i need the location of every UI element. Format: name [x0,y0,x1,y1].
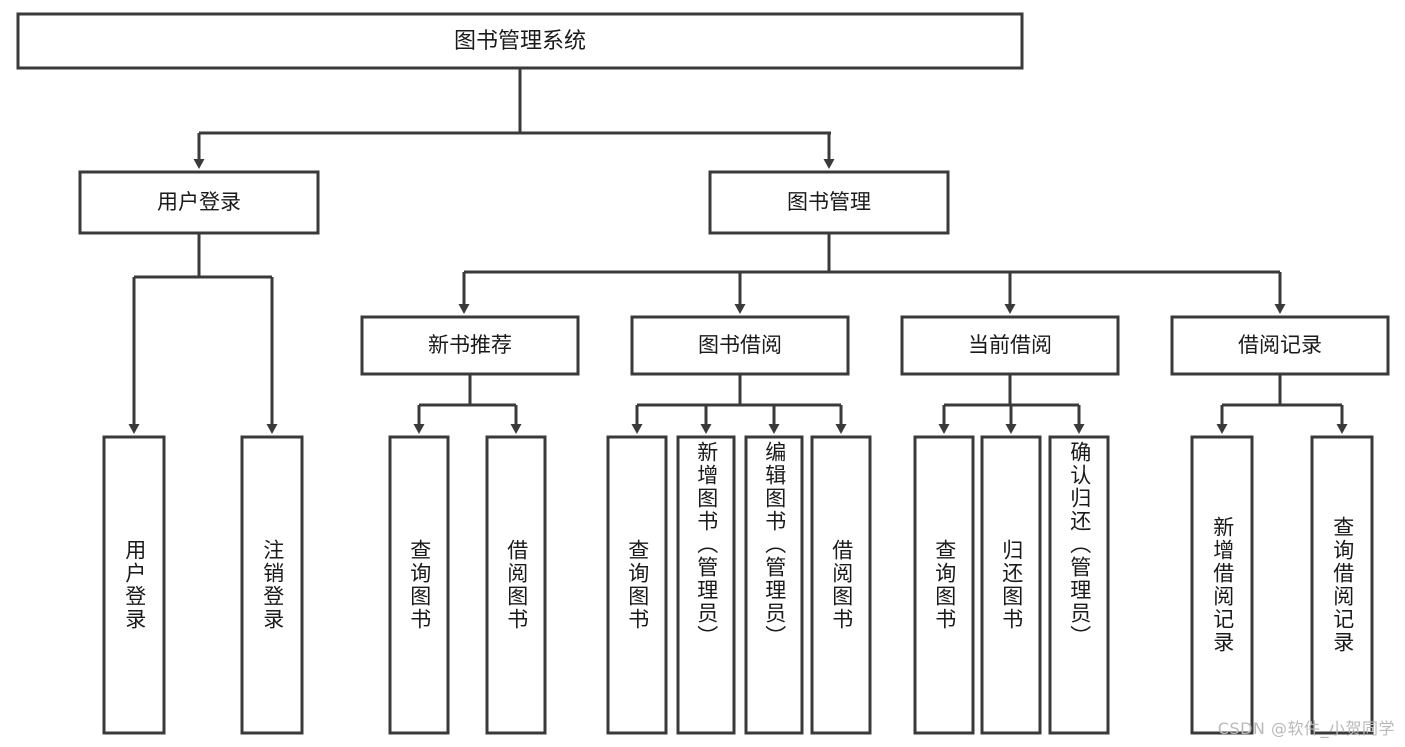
leaf-rect-query-book-1[interactable] [388,435,450,735]
leaf-rect-edit-book[interactable] [744,435,804,735]
node-book-borrow-rect[interactable] [630,315,850,376]
node-root[interactable]: 图书管理系统 [16,12,1024,70]
node-user-login[interactable]: 用户登录 [78,170,320,235]
connector-layer [128,68,1348,434]
leaf-rect-return-book[interactable] [980,435,1042,735]
leaf-rect-query-book-3[interactable] [913,435,975,735]
node-new-book-rec-rect[interactable] [360,315,580,376]
leaf-rect-layer [102,435,1374,735]
leaf-rect-borrow-book-2[interactable] [810,435,872,735]
node-current-borrow-rect[interactable] [900,315,1120,376]
node-new-book-rec-label: 新书推荐 [428,333,512,357]
node-borrow-record-label: 借阅记录 [1238,333,1322,357]
leaf-rect-query-record[interactable] [1310,435,1374,735]
node-current-borrow[interactable]: 当前借阅 [900,315,1120,376]
leaf-rect-add-record[interactable] [1190,435,1254,735]
node-book-manage[interactable]: 图书管理 [708,170,950,235]
node-book-manage-label: 图书管理 [787,190,871,214]
leaf-rect-confirm-return[interactable] [1048,435,1110,735]
node-user-login-label: 用户登录 [157,190,241,214]
leaf-rect-borrow-book-1[interactable] [485,435,547,735]
node-root-rect[interactable] [16,12,1024,70]
node-borrow-record[interactable]: 借阅记录 [1170,315,1390,376]
node-book-borrow-label: 图书借阅 [698,333,782,357]
leaf-rect-query-book-2[interactable] [606,435,668,735]
csdn-watermark: CSDN @软件_小贺同学 [1217,719,1395,738]
node-new-book-rec[interactable]: 新书推荐 [360,315,580,376]
node-user-login-rect[interactable] [78,170,320,235]
leaf-rect-logout[interactable] [240,435,304,735]
node-book-manage-rect[interactable] [708,170,950,235]
node-book-borrow[interactable]: 图书借阅 [630,315,850,376]
leaf-rect-user-login[interactable] [102,435,166,735]
leaf-rect-add-book[interactable] [676,435,736,735]
node-current-borrow-label: 当前借阅 [968,333,1052,357]
node-borrow-record-rect[interactable] [1170,315,1390,376]
node-root-label: 图书管理系统 [454,29,586,54]
